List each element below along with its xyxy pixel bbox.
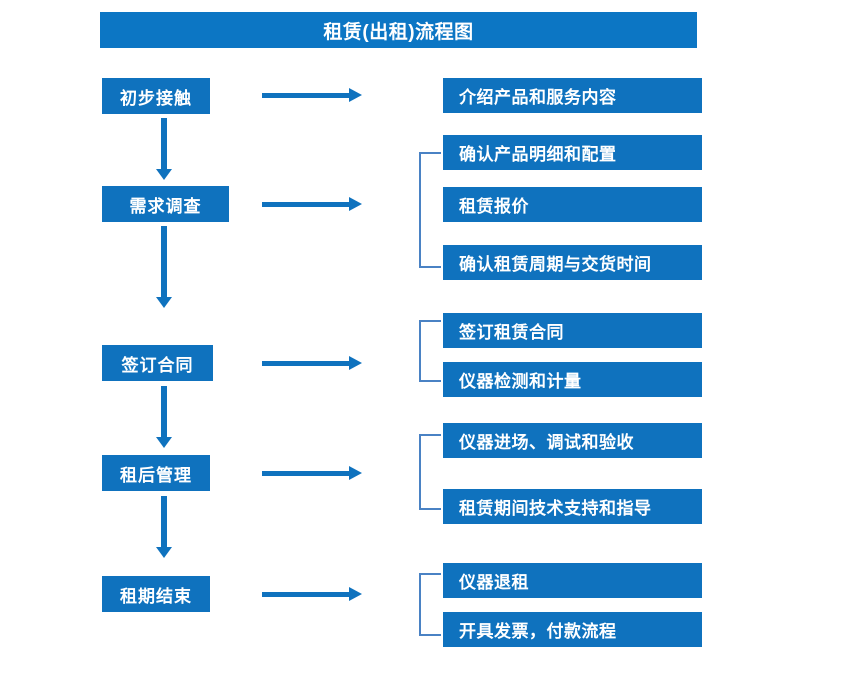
- arrow-right-stage-3: [262, 356, 362, 370]
- arrow-right-stage-2: [262, 197, 362, 211]
- arrow-head: [156, 169, 172, 180]
- detail-box-4[interactable]: 确认租赁周期与交货时间: [443, 245, 702, 280]
- arrow-right-stage-1: [262, 88, 362, 102]
- arrow-down-1-to-2: [156, 118, 172, 180]
- arrow-head: [156, 547, 172, 558]
- group-bracket-3: [419, 320, 441, 382]
- arrow-down-2-to-3: [156, 226, 172, 308]
- arrow-right-stage-5: [262, 587, 362, 601]
- stage-box-3[interactable]: 签订合同: [102, 345, 213, 381]
- stage-box-4[interactable]: 租后管理: [102, 455, 210, 491]
- arrow-head: [156, 297, 172, 308]
- arrow-shaft: [262, 202, 350, 207]
- arrow-shaft: [161, 496, 167, 547]
- arrow-right-stage-4: [262, 466, 362, 480]
- detail-box-10[interactable]: 开具发票，付款流程: [443, 612, 702, 647]
- stage-box-2[interactable]: 需求调查: [102, 186, 229, 222]
- detail-box-8[interactable]: 租赁期间技术支持和指导: [443, 489, 702, 524]
- arrow-head: [349, 466, 362, 480]
- arrow-down-3-to-4: [156, 386, 172, 448]
- arrow-head: [349, 88, 362, 102]
- group-bracket-5: [419, 573, 441, 636]
- detail-box-9[interactable]: 仪器退租: [443, 563, 702, 598]
- arrow-head: [156, 437, 172, 448]
- arrow-shaft: [161, 118, 167, 169]
- arrow-head: [349, 356, 362, 370]
- group-bracket-2: [419, 152, 441, 268]
- detail-box-5[interactable]: 签订租赁合同: [443, 313, 702, 348]
- page-title: 租赁(出租)流程图: [100, 12, 697, 48]
- detail-box-3[interactable]: 租赁报价: [443, 187, 702, 222]
- stage-box-5[interactable]: 租期结束: [102, 576, 210, 612]
- arrow-head: [349, 197, 362, 211]
- arrow-shaft: [262, 93, 350, 98]
- arrow-shaft: [262, 592, 350, 597]
- detail-box-2[interactable]: 确认产品明细和配置: [443, 135, 702, 170]
- arrow-head: [349, 587, 362, 601]
- arrow-shaft: [161, 226, 167, 297]
- arrow-down-4-to-5: [156, 496, 172, 558]
- group-bracket-4: [419, 434, 441, 510]
- arrow-shaft: [161, 386, 167, 437]
- stage-box-1[interactable]: 初步接触: [102, 78, 210, 114]
- arrow-shaft: [262, 471, 350, 476]
- detail-box-7[interactable]: 仪器进场、调试和验收: [443, 423, 702, 458]
- arrow-shaft: [262, 361, 350, 366]
- detail-box-6[interactable]: 仪器检测和计量: [443, 362, 702, 397]
- detail-box-1[interactable]: 介绍产品和服务内容: [443, 78, 702, 113]
